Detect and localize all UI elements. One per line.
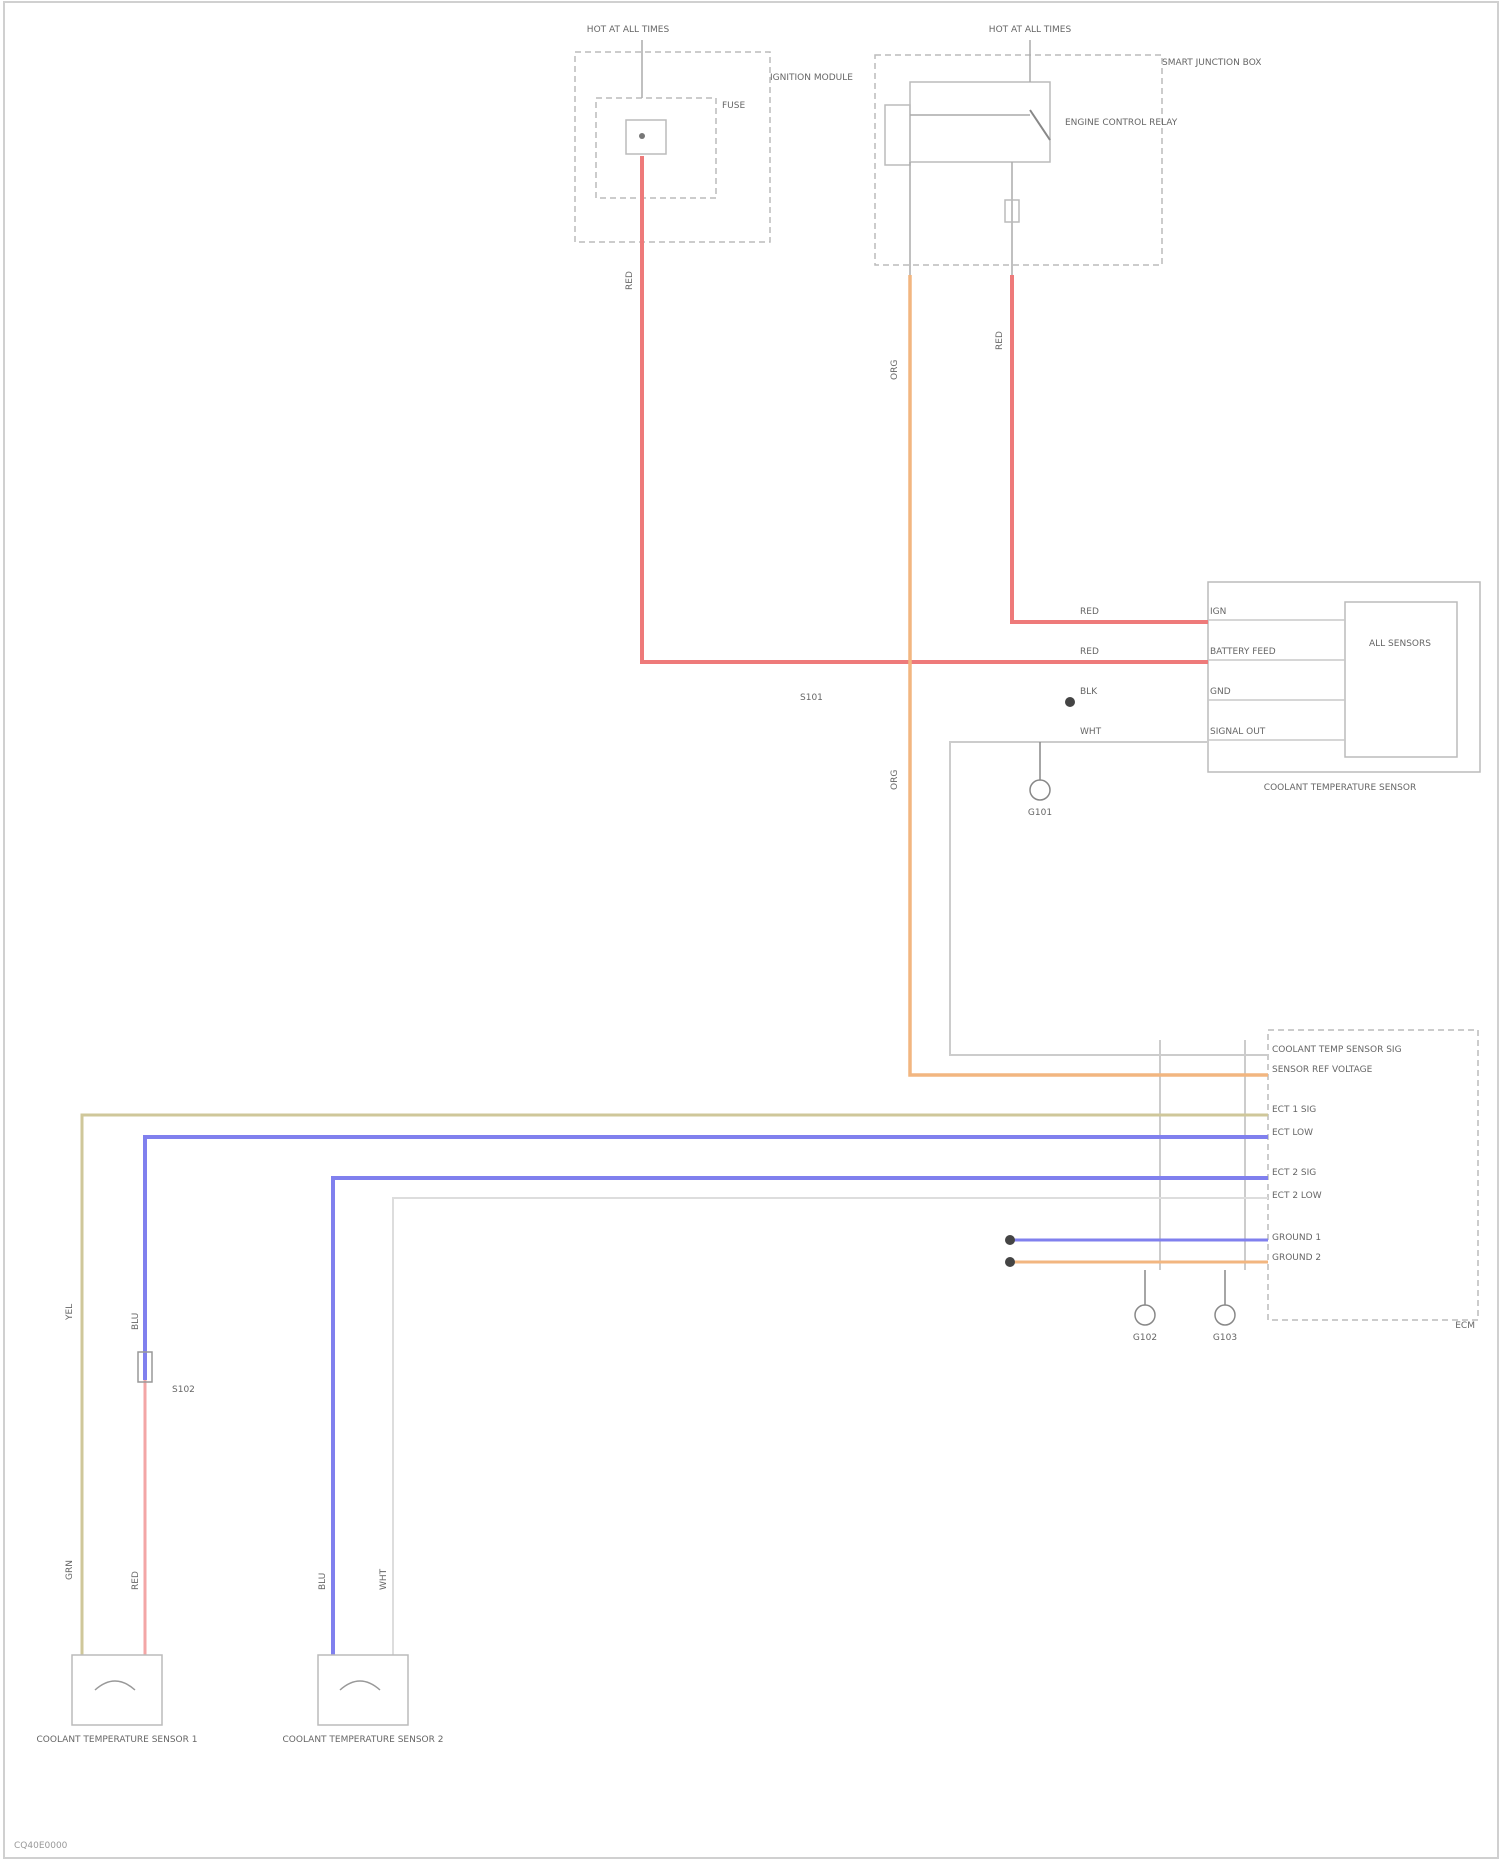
ecm-pin-7: GROUND 1 xyxy=(1272,1233,1321,1243)
wire-label-4: ORG xyxy=(890,770,900,790)
splice-label-1: S101 xyxy=(800,693,823,703)
ecm-pin-4: ECT LOW xyxy=(1272,1128,1313,1138)
wire-red-2 xyxy=(1012,275,1208,622)
wire-tan-1 xyxy=(82,1115,1268,1655)
wire-orange-1 xyxy=(910,275,1268,1075)
wire-gray-2 xyxy=(393,1198,1268,1655)
wire-label-h2: RED xyxy=(1080,647,1099,657)
smart-junction-label: SMART JUNCTION BOX xyxy=(1162,58,1261,68)
wire-label-3: RED xyxy=(995,331,1005,350)
sensor-pin-battery: BATTERY FEED xyxy=(1210,647,1276,657)
ground-label-2: G102 xyxy=(1133,1333,1157,1343)
fuse-block-right: HOT AT ALL TIMES SMART JUNCTION BOX ENGI… xyxy=(875,25,1261,275)
ecm-pin-2: SENSOR REF VOLTAGE xyxy=(1272,1065,1373,1075)
coolant-sensor-2: COOLANT TEMPERATURE SENSOR 2 xyxy=(283,1655,444,1745)
fuse-inner-label: FUSE xyxy=(722,101,745,111)
wire-gray-1 xyxy=(950,742,1268,1055)
sensor-module-label: COOLANT TEMPERATURE SENSOR xyxy=(1264,783,1416,793)
footer-code: CQ40E0000 xyxy=(14,1841,68,1851)
wire-label-9: BLU xyxy=(318,1573,328,1590)
wire-blue-2 xyxy=(333,1178,1268,1655)
ground-symbol-2 xyxy=(1135,1270,1155,1325)
wire-label-h3: BLK xyxy=(1080,687,1098,697)
wire-label-8: RED xyxy=(131,1571,141,1590)
ground-label-3: G103 xyxy=(1213,1333,1237,1343)
ecm-pin-3: ECT 1 SIG xyxy=(1272,1105,1316,1115)
sensor-pin-ign: IGN xyxy=(1210,607,1226,617)
wire-red-1 xyxy=(642,156,1208,662)
ground-symbol-1 xyxy=(1030,742,1050,800)
sensor-1-label: COOLANT TEMPERATURE SENSOR 1 xyxy=(37,1735,198,1745)
sensor-inner-label: ALL SENSORS xyxy=(1369,639,1431,649)
wire-label-2: ORG xyxy=(890,360,900,380)
sensor-pin-signal: SIGNAL OUT xyxy=(1210,727,1266,737)
sensor-2-label: COOLANT TEMPERATURE SENSOR 2 xyxy=(283,1735,444,1745)
page-frame xyxy=(4,2,1498,1858)
coolant-sensor-1: COOLANT TEMPERATURE SENSOR 1 xyxy=(37,1655,198,1745)
fuse-left-label: HOT AT ALL TIMES xyxy=(587,25,670,35)
relay-label: ENGINE CONTROL RELAY xyxy=(1065,118,1178,128)
ecm-pin-5: ECT 2 SIG xyxy=(1272,1168,1316,1178)
ignition-module-label: IGNITION MODULE xyxy=(770,73,853,83)
fuse-right-label: HOT AT ALL TIMES xyxy=(989,25,1072,35)
ecm-label: ECM xyxy=(1455,1321,1475,1331)
ecm-pin-8: GROUND 2 xyxy=(1272,1253,1321,1263)
ground-label-1: G101 xyxy=(1028,808,1052,818)
splice-label-2: S102 xyxy=(172,1385,195,1395)
ground-symbol-3 xyxy=(1215,1270,1235,1325)
sensor-pin-gnd: GND xyxy=(1210,687,1231,697)
wire-label-10: WHT xyxy=(379,1568,389,1590)
wire-label-6: BLU xyxy=(131,1313,141,1330)
ecm-pin-1: COOLANT TEMP SENSOR SIG xyxy=(1272,1045,1402,1055)
wire-label-1: RED xyxy=(625,271,635,290)
fuse-block-left: HOT AT ALL TIMES FUSE IGNITION MODULE xyxy=(575,25,853,242)
ecm-pin-6: ECT 2 LOW xyxy=(1272,1191,1322,1201)
wire-label-h4: WHT xyxy=(1080,727,1102,737)
sensor-module: ALL SENSORS IGN BATTERY FEED GND SIGNAL … xyxy=(1208,582,1480,793)
wire-label-7: GRN xyxy=(65,1560,75,1580)
wire-blue-1 xyxy=(145,1137,1268,1380)
wire-label-h1: RED xyxy=(1080,607,1099,617)
wire-label-5: YEL xyxy=(65,1304,75,1321)
